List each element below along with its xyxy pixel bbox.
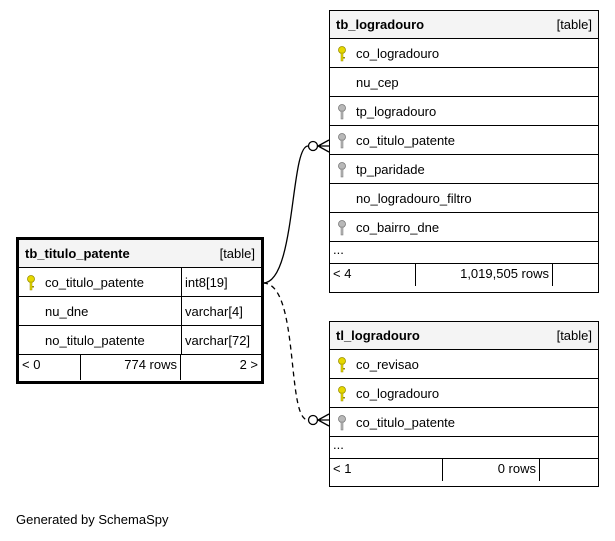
foreign-key-icon [337, 162, 347, 178]
children-link[interactable]: 2 > [181, 355, 261, 380]
children-link[interactable] [553, 264, 598, 286]
column-name: nu_cep [356, 68, 399, 97]
column-row[interactable]: nu_cep [330, 68, 598, 97]
table-name[interactable]: tl_logradouro [336, 322, 420, 350]
generator-credit: Generated by SchemaSpy [16, 512, 168, 527]
optional-marker [309, 416, 318, 425]
table-name[interactable]: tb_titulo_patente [25, 240, 130, 268]
table-header[interactable]: tl_logradouro [table] [330, 322, 598, 350]
parents-link[interactable]: < 1 [330, 459, 443, 481]
column-type: int8[19] [181, 268, 261, 296]
column-row[interactable]: tp_paridade [330, 155, 598, 184]
foreign-key-icon [337, 415, 347, 431]
table-tl_logradouro[interactable]: tl_logradouro [table] co_revisao co_logr… [329, 321, 599, 487]
column-name: co_revisao [356, 350, 419, 379]
column-name: nu_dne [45, 297, 88, 326]
table-footer: < 1 0 rows [330, 459, 598, 481]
table-header[interactable]: tb_logradouro [table] [330, 11, 598, 39]
column-row[interactable]: co_revisao [330, 350, 598, 379]
table-header[interactable]: tb_titulo_patente [table] [19, 240, 261, 268]
column-row[interactable]: tp_logradouro [330, 97, 598, 126]
column-row[interactable]: co_titulo_patente [330, 126, 598, 155]
relationship-tb_logradouro [263, 146, 308, 283]
relationship-tl_logradouro [263, 283, 308, 420]
more-columns-ellipsis: ... [330, 242, 598, 264]
column-name: no_titulo_patente [45, 326, 145, 355]
column-row[interactable]: co_logradouro [330, 39, 598, 68]
column-row[interactable]: nu_dne varchar[4] [19, 297, 261, 326]
column-name: co_titulo_patente [356, 408, 455, 437]
table-footer: < 4 1,019,505 rows [330, 264, 598, 286]
children-link[interactable] [540, 459, 598, 481]
primary-key-icon [26, 275, 36, 291]
optional-marker [309, 142, 318, 151]
column-row[interactable]: no_titulo_patente varchar[72] [19, 326, 261, 355]
column-row[interactable]: co_logradouro [330, 379, 598, 408]
row-count: 774 rows [81, 355, 181, 380]
column-name: tp_logradouro [356, 97, 436, 126]
column-type: varchar[72] [181, 326, 261, 354]
column-row[interactable]: no_logradouro_filtro [330, 184, 598, 213]
column-name: co_logradouro [356, 39, 439, 68]
table-kind: [table] [220, 240, 255, 268]
column-name: tp_paridade [356, 155, 425, 184]
parents-link[interactable]: < 0 [19, 355, 81, 380]
primary-key-icon [337, 46, 347, 62]
parents-link[interactable]: < 4 [330, 264, 416, 286]
more-columns-ellipsis: ... [330, 437, 598, 459]
table-kind: [table] [557, 322, 592, 350]
column-row[interactable]: co_titulo_patente [330, 408, 598, 437]
column-row[interactable]: co_titulo_patente int8[19] [19, 268, 261, 297]
column-name: co_titulo_patente [356, 126, 455, 155]
column-name: no_logradouro_filtro [356, 184, 472, 213]
table-tb_titulo_patente[interactable]: tb_titulo_patente [table] co_titulo_pate… [16, 237, 264, 384]
row-count: 0 rows [443, 459, 540, 481]
column-name: co_logradouro [356, 379, 439, 408]
primary-key-icon [337, 386, 347, 402]
crowfoot-marker [317, 414, 329, 426]
foreign-key-icon [337, 104, 347, 120]
table-tb_logradouro[interactable]: tb_logradouro [table] co_logradouro nu_c… [329, 10, 599, 293]
crowfoot-marker [317, 140, 329, 152]
primary-key-icon [337, 357, 347, 373]
table-kind: [table] [557, 11, 592, 39]
column-name: co_bairro_dne [356, 213, 439, 242]
column-type: varchar[4] [181, 297, 261, 325]
column-row[interactable]: co_bairro_dne [330, 213, 598, 242]
foreign-key-icon [337, 133, 347, 149]
table-footer: < 0 774 rows 2 > [19, 355, 261, 380]
row-count: 1,019,505 rows [416, 264, 553, 286]
column-name: co_titulo_patente [45, 268, 144, 297]
table-name[interactable]: tb_logradouro [336, 11, 424, 39]
foreign-key-icon [337, 220, 347, 236]
